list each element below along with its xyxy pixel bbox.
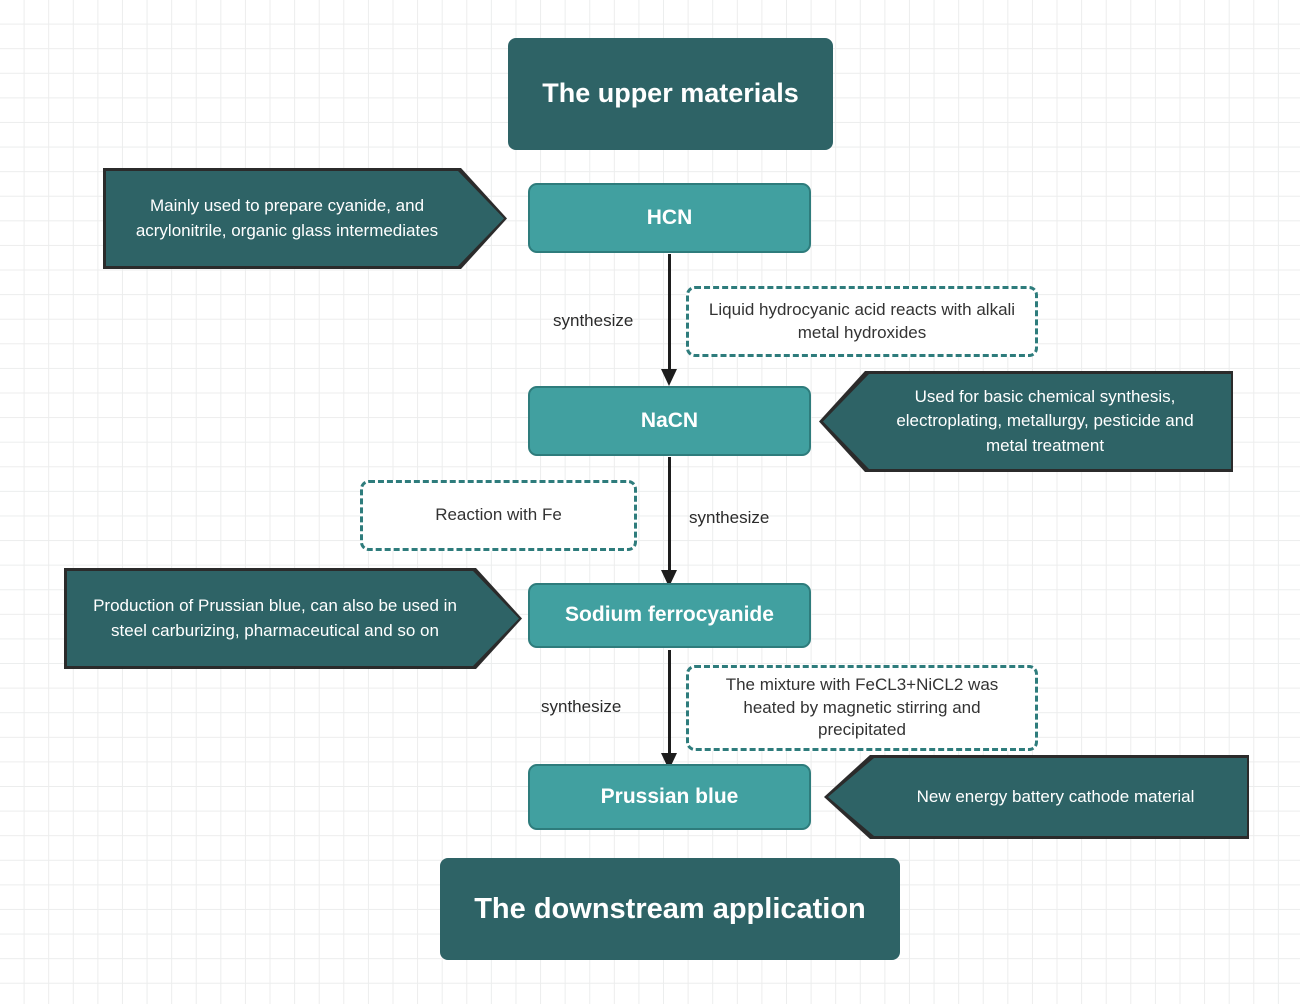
- node-hcn[interactable]: HCN: [528, 183, 811, 253]
- node-sodium-ferrocyanide[interactable]: Sodium ferrocyanide: [528, 583, 811, 648]
- node-nacn[interactable]: NaCN: [528, 386, 811, 456]
- note-hcn-to-nacn[interactable]: Liquid hydrocyanic acid reacts with alka…: [686, 286, 1038, 357]
- edge-label-ferrocyanide-to-prussian: synthesize: [541, 697, 622, 716]
- callout-hcn-uses[interactable]: Mainly used to prepare cyanide, and acry…: [106, 171, 504, 266]
- node-downstream-application[interactable]: The downstream application: [440, 858, 900, 960]
- node-upper-materials[interactable]: The upper materials: [508, 38, 833, 150]
- callout-prussian-blue-uses[interactable]: New energy battery cathode material: [828, 758, 1247, 836]
- callout-nacn-uses[interactable]: Used for basic chemical synthesis, elect…: [823, 374, 1231, 469]
- callout-ferrocyanide-uses[interactable]: Production of Prussian blue, can also be…: [67, 571, 519, 666]
- note-nacn-to-ferrocyanide[interactable]: Reaction with Fe: [360, 480, 637, 551]
- note-ferrocyanide-to-prussian[interactable]: The mixture with FeCL3+NiCL2 was heated …: [686, 665, 1038, 751]
- edge-label-nacn-to-ferrocyanide: synthesize: [689, 508, 770, 527]
- node-prussian-blue[interactable]: Prussian blue: [528, 764, 811, 830]
- edge-label-hcn-to-nacn: synthesize: [553, 311, 634, 330]
